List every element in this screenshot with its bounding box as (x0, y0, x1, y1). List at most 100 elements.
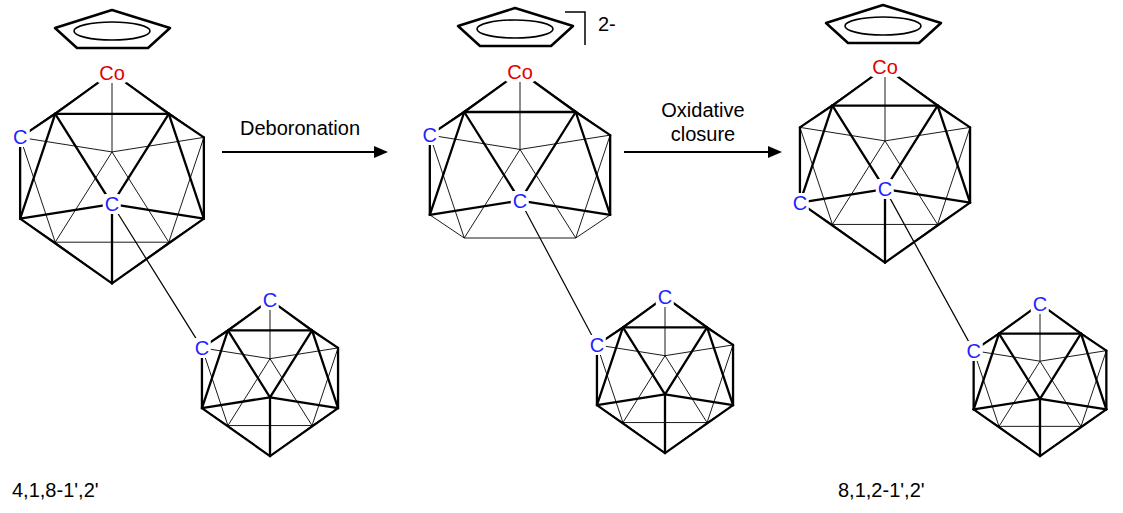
carbon-atom: C (511, 191, 529, 211)
cobalt-atom: Co (870, 57, 900, 77)
cage-edge (609, 135, 611, 215)
cluster-cage (430, 72, 610, 238)
cage-edge (1039, 399, 1041, 456)
cage-edge (270, 300, 338, 348)
cage-edge (800, 203, 885, 263)
cage-edge (1040, 334, 1081, 399)
cage-edge (202, 348, 228, 426)
cage-edge (732, 345, 734, 405)
cage-edge (974, 351, 1040, 362)
isomer-label: 8,1,2-1',2' (838, 480, 925, 500)
cage-edge (112, 114, 169, 204)
cage-edge (270, 348, 338, 359)
cage-edge (576, 215, 610, 238)
cage-edge (576, 135, 610, 238)
cage-edge (430, 135, 520, 149)
carbon-atom: C (103, 194, 121, 214)
cage-edge (623, 327, 665, 394)
cage-edge (999, 361, 1040, 426)
cage-edge (800, 127, 885, 140)
cage-edge (999, 334, 1040, 399)
carbon-atom: C (421, 125, 439, 145)
cage-edge (112, 219, 204, 284)
cage-edge (623, 356, 665, 423)
cobalt-atom: Co (97, 63, 127, 83)
cage-edge (270, 397, 338, 408)
cage-edge (337, 348, 339, 408)
cage-edge (938, 127, 970, 224)
cage-edge (520, 112, 576, 201)
cluster-cage (597, 297, 733, 453)
cage-edge (169, 114, 204, 138)
cage-edge (270, 359, 312, 426)
cage-edge (312, 330, 338, 347)
cage-edge (1105, 351, 1107, 410)
cage-bond (520, 201, 597, 345)
cage-edge (832, 106, 885, 190)
cage-edge (112, 204, 204, 219)
cage-edge (464, 111, 575, 113)
cage-edge (312, 348, 338, 426)
cage-edge (938, 106, 970, 203)
cage-edge (228, 329, 312, 331)
cage-edge (665, 345, 733, 356)
cage-edge (464, 238, 575, 239)
cage-edge (228, 330, 270, 397)
cage-edge (597, 405, 665, 453)
cage-edge (55, 113, 169, 115)
cage-edge (269, 397, 271, 456)
cage-edge (885, 106, 938, 190)
carbon-atom: C (656, 287, 674, 307)
cage-edge (55, 114, 112, 204)
cage-edge (665, 394, 733, 405)
cage-edge (228, 359, 270, 426)
cage-edge (520, 72, 521, 150)
cage-edge (202, 408, 270, 456)
cage-edge (429, 135, 431, 215)
cage-edge (202, 348, 270, 359)
cage-edge (20, 204, 112, 219)
cage-edge (19, 137, 21, 218)
cage-edge (597, 345, 665, 356)
cage-edge (270, 408, 338, 456)
cage-edge (1040, 361, 1081, 426)
cage-edge (520, 135, 610, 149)
cage-edge (111, 204, 113, 283)
cage-edge (1040, 409, 1106, 456)
cage-edge (884, 189, 886, 262)
cage-edge (520, 201, 610, 215)
cage-edge (20, 219, 112, 284)
cage-edge (665, 297, 733, 345)
cage-edge (1040, 351, 1106, 362)
carbon-atom: C (588, 335, 606, 355)
cage-edge (312, 330, 338, 408)
cage-edge (203, 137, 205, 218)
cage-edge (938, 106, 970, 128)
cage-bond (112, 204, 202, 348)
reaction-label: Deboronation (240, 118, 360, 138)
cage-edge (665, 356, 707, 423)
cluster-cage (800, 67, 970, 262)
cage-edge (885, 127, 970, 140)
cage-edge (885, 67, 886, 140)
carbon-atom: C (261, 290, 279, 310)
cage-edge (430, 201, 520, 215)
cage-bond (885, 189, 974, 351)
cage-edge (1040, 399, 1106, 410)
cage-edge (885, 189, 970, 202)
cage-edge (974, 351, 999, 427)
reaction-label: Oxidative closure (647, 98, 759, 146)
cage-edge (112, 137, 204, 152)
carbon-atom: C (193, 338, 211, 358)
cage-edge (999, 332, 1081, 334)
charge-bracket (565, 12, 585, 45)
cluster-cage (20, 73, 204, 284)
cage-edge (112, 73, 204, 138)
cage-edge (664, 394, 666, 453)
cage-edge (974, 399, 1040, 410)
cage-edge (576, 112, 610, 215)
cage-edge (1081, 351, 1106, 427)
cage-edge (112, 73, 113, 152)
cage-edge (832, 104, 937, 106)
